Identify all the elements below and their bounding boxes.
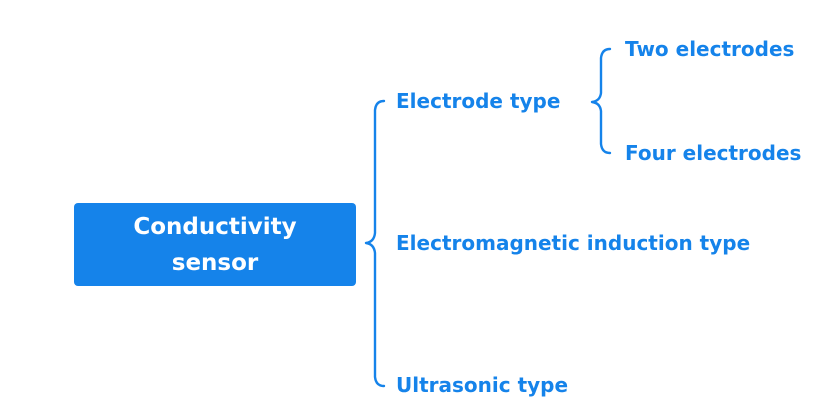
- root-node-label-line1: Conductivity: [133, 213, 297, 240]
- leaf-two-electrodes[interactable]: Two electrodes: [625, 37, 795, 61]
- branch-ultrasonic-type[interactable]: Ultrasonic type: [396, 373, 569, 397]
- leaf-four-electrodes[interactable]: Four electrodes: [625, 141, 802, 165]
- branch-electromagnetic-induction-type[interactable]: Electromagnetic induction type: [396, 231, 751, 255]
- main-bracket-connector: [364, 99, 386, 388]
- root-node-conductivity-sensor[interactable]: Conductivity sensor: [74, 203, 356, 286]
- electrode-bracket-connector: [590, 47, 612, 155]
- branch-electrode-type[interactable]: Electrode type: [396, 89, 561, 113]
- root-node-label-line2: sensor: [171, 249, 259, 276]
